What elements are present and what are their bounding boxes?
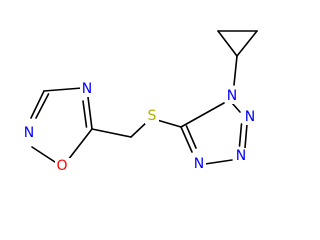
bond-c5tz-n4-double [185, 125, 197, 149]
atom-label: N [24, 125, 34, 141]
atom-n-tetrazole-4: N [192, 156, 206, 172]
atom-n-oxadiazole-left: N [22, 125, 36, 143]
bond-c3-n4top [43, 87, 83, 92]
atom-labels: N N O S N N N N [22, 81, 257, 174]
atom-s-thioether: S [145, 108, 159, 124]
bond-n3-n2 [244, 123, 248, 149]
bond-s-c5tz [156, 119, 182, 128]
atom-o-oxadiazole: O [55, 158, 71, 174]
atom-label: N [194, 156, 204, 172]
atom-label: O [56, 158, 67, 174]
bond-c5tz-n4 [180, 126, 193, 153]
bond-c3-n4 [30, 90, 45, 119]
atom-n-tetrazole-1: N [225, 88, 239, 104]
atom-n-tetrazole-3: N [234, 148, 248, 164]
bond-cp-b [236, 30, 258, 57]
bond-c3-n4-double [35, 93, 50, 119]
bond-n4-n3 [204, 159, 233, 165]
bond-n2-n1 [231, 102, 241, 113]
atom-label: N [82, 81, 92, 97]
atom-label: S [148, 108, 157, 124]
bond-c5tz-n1 [180, 102, 225, 128]
bond-n2-o1 [31, 146, 59, 165]
bond-n4-c5 [87, 96, 93, 130]
bond-o1-c5 [67, 128, 93, 161]
bond-cp-a [217, 30, 238, 57]
atom-label: N [227, 88, 237, 104]
atom-label: N [245, 109, 255, 125]
bonds [30, 30, 258, 165]
bond-n1-cp [233, 55, 238, 86]
atom-n-tetrazole-2: N [243, 109, 257, 125]
bond-n3-n2-double [238, 123, 243, 147]
atom-n-oxadiazole-top: N [80, 81, 94, 97]
molecule-structure: N N O S N N N N [22, 30, 258, 174]
bond-c5-ch2 [91, 128, 132, 138]
bond-n4-c5-double [82, 100, 88, 128]
atom-label: N [236, 148, 246, 164]
